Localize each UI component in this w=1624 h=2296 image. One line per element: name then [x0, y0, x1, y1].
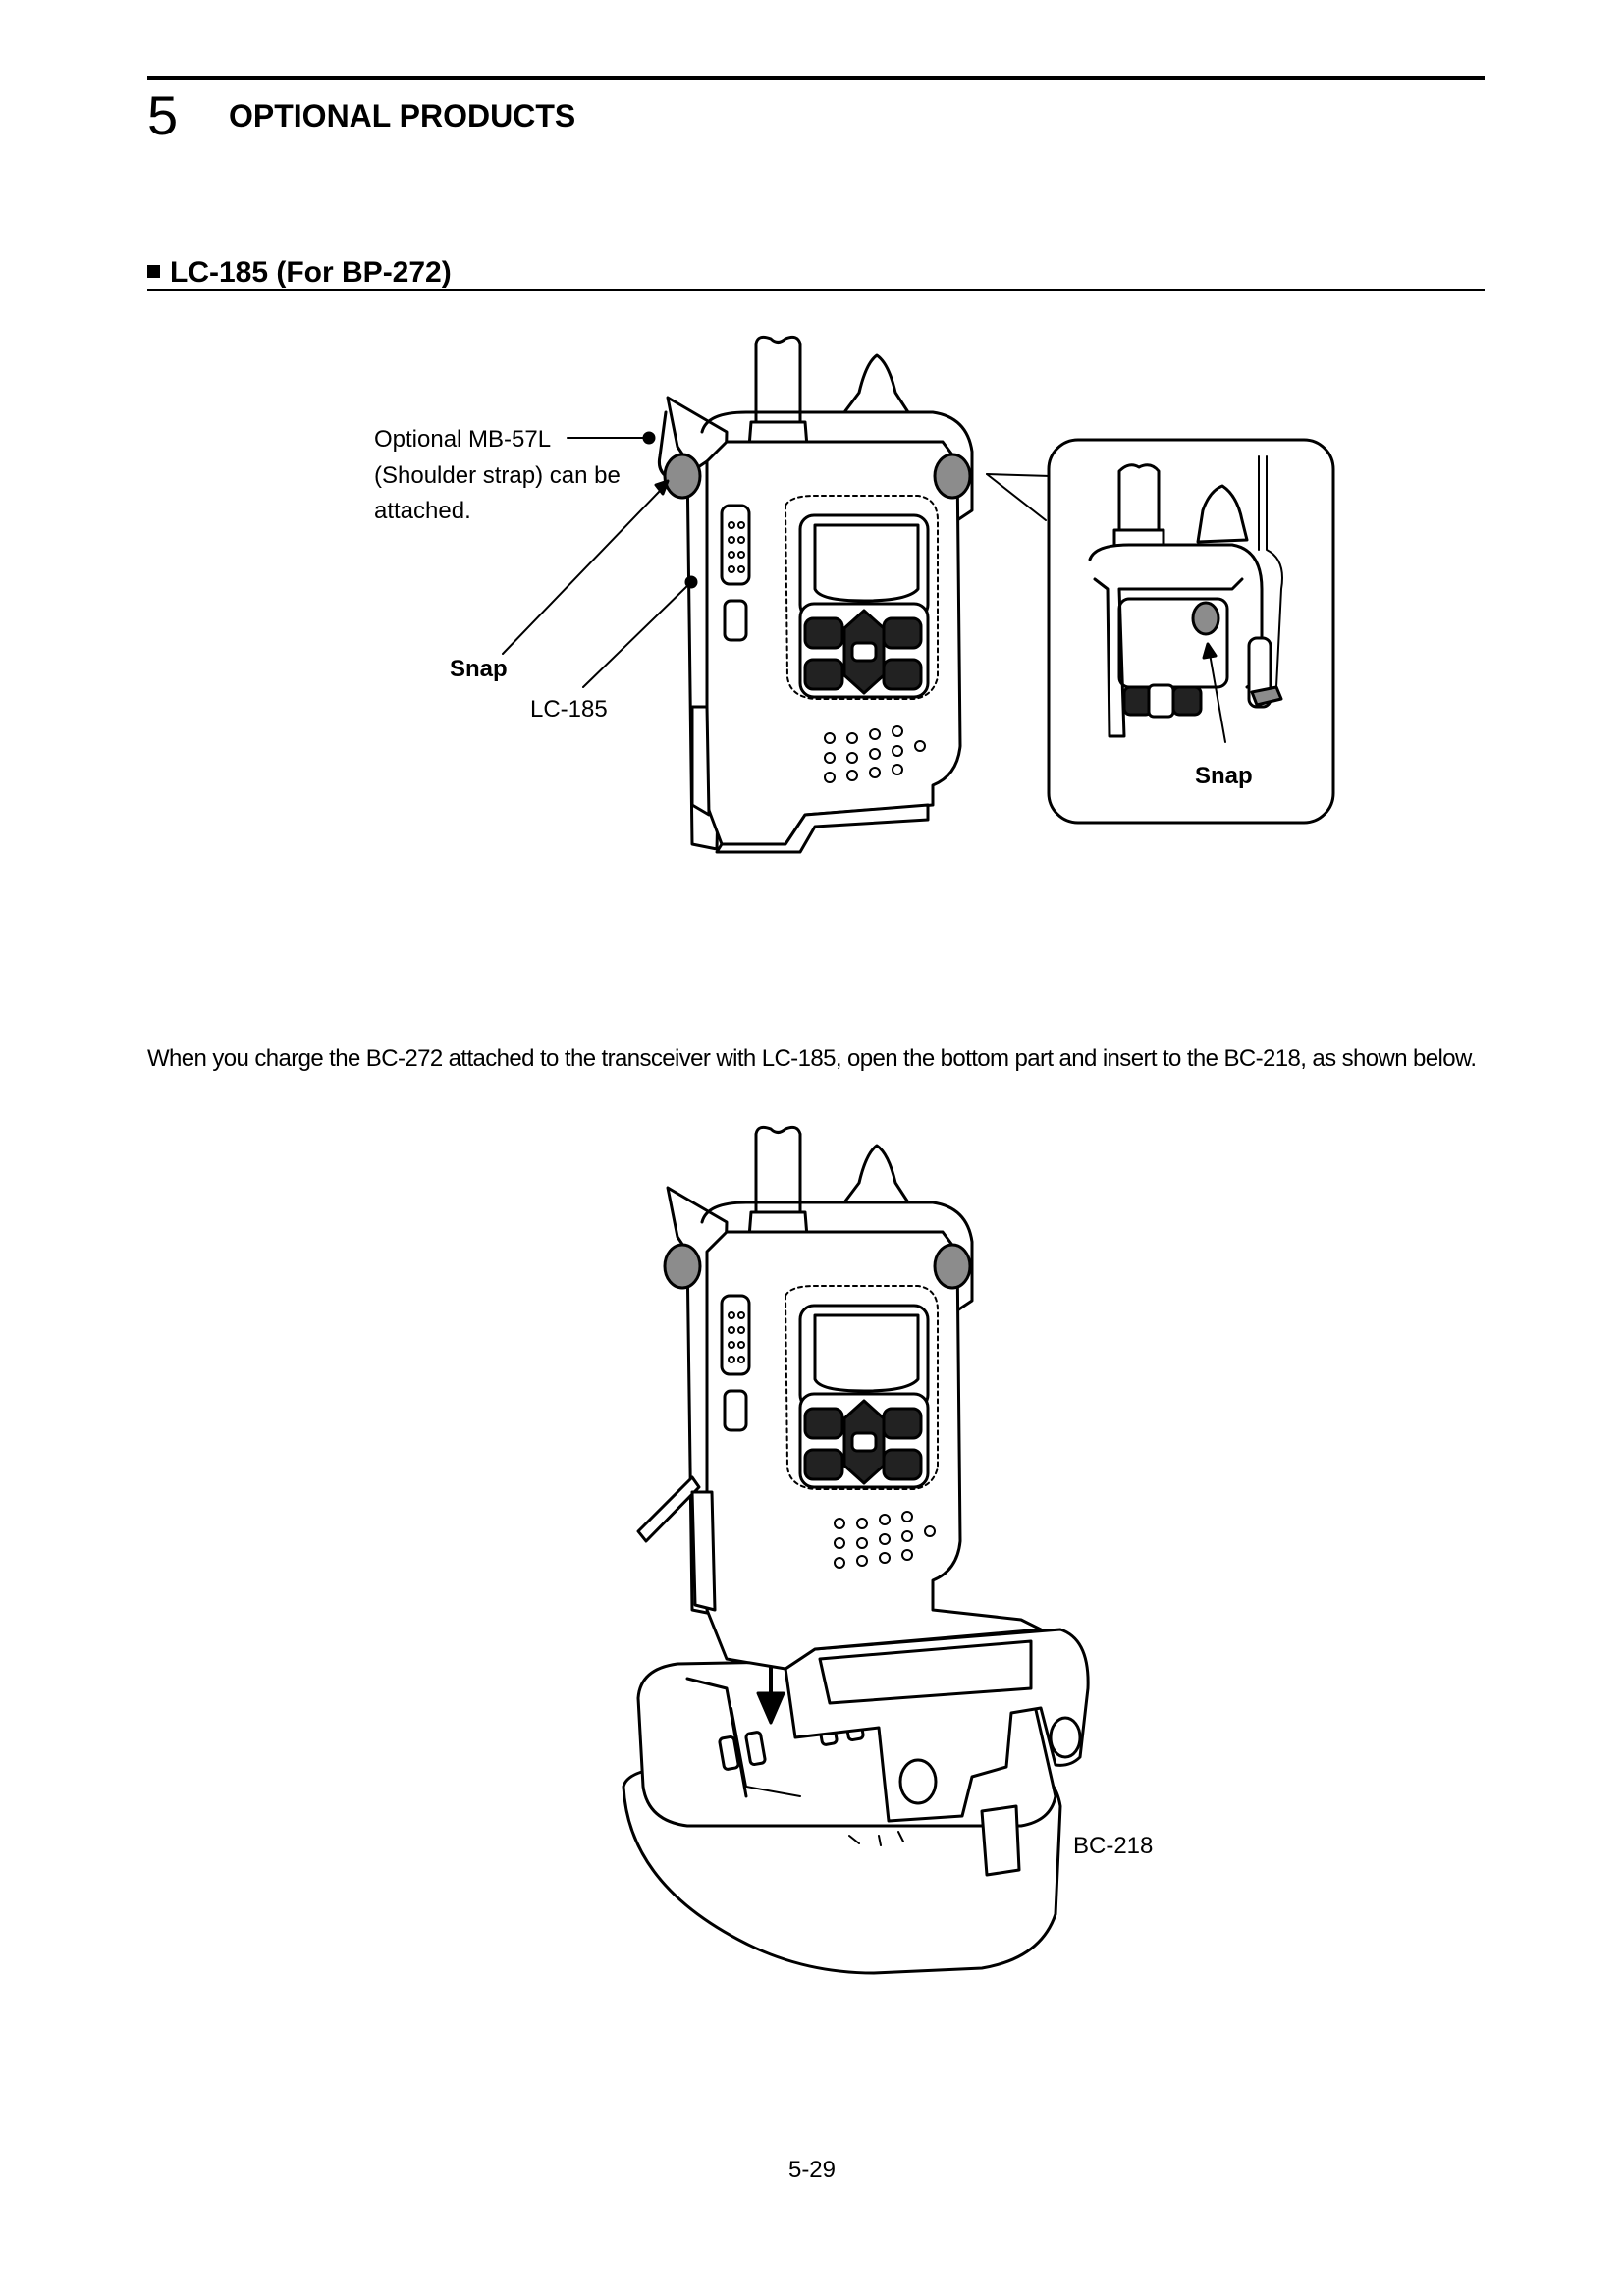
- header-rule: [147, 76, 1485, 80]
- radio-in-charger-illustration: [622, 1125, 1090, 1975]
- chapter-title: OPTIONAL PRODUCTS: [229, 98, 576, 133]
- callout-bc218: BC-218: [1073, 1833, 1154, 1859]
- radio-in-case-illustration: [502, 335, 974, 854]
- inset-callout-snap: Snap: [1195, 763, 1253, 789]
- chapter-number: 5: [147, 84, 179, 146]
- callout-shoulder-strap-line3: attached.: [374, 498, 471, 524]
- callout-shoulder-strap-line1: Optional MB-57L: [374, 426, 552, 453]
- charging-instruction-paragraph: When you charge the BC-272 attached to t…: [147, 1045, 1477, 1072]
- callout-lc185: LC-185: [530, 696, 608, 722]
- section-title: LC-185 (For BP-272): [170, 256, 452, 289]
- snap-detail-inset: [1047, 438, 1335, 825]
- section-rule: [147, 289, 1485, 291]
- bullet-square-icon: [147, 265, 160, 278]
- callout-snap: Snap: [450, 656, 508, 682]
- callout-shoulder-strap-line2: (Shoulder strap) can be: [374, 462, 621, 489]
- section-heading: LC-185 (For BP-272): [147, 255, 452, 291]
- page-number: 5-29: [787, 2157, 837, 2183]
